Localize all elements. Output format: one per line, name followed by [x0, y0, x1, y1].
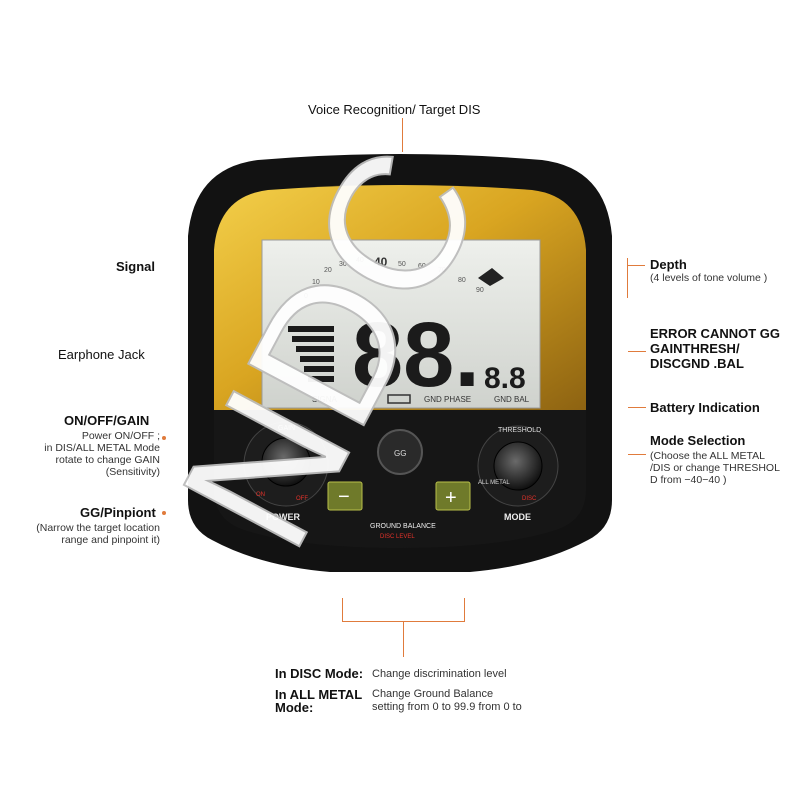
mode-title: Mode Selection: [650, 433, 746, 448]
voice-leader-line: [402, 118, 403, 152]
svg-text:40: 40: [356, 257, 364, 264]
svg-text:40: 40: [374, 255, 388, 269]
mode-description: (Choose the ALL METAL /DIS or change THR…: [650, 450, 800, 486]
pinpoint-desc-line: (Narrow the target location: [36, 522, 160, 534]
error-line: ERROR CANNOT GG: [650, 326, 780, 341]
svg-text:20: 20: [324, 267, 332, 274]
svg-text:GAIN: GAIN: [278, 425, 295, 432]
pinpoint-leader-dot: [162, 511, 166, 515]
error-block: ERROR CANNOT GG GAINTHRESH/ DISCGND .BAL: [650, 326, 780, 371]
gain-desc-line: (Sensitivity): [105, 466, 160, 478]
svg-text:70: 70: [438, 267, 446, 274]
svg-text:90: 90: [476, 287, 484, 294]
allmetal-key-line: Mode:: [275, 700, 314, 715]
gain-desc-line: in DIS/ALL METAL Mode: [44, 442, 160, 454]
gain-title: ON/OFF/GAIN: [64, 413, 150, 428]
svg-text:−: −: [338, 486, 350, 508]
signal-bars: [288, 326, 334, 382]
lcd-small-digits: 8.8: [484, 362, 526, 395]
lcd-digits: 88.: [352, 304, 480, 406]
power-label: POWER: [266, 512, 301, 522]
svg-text:OFF: OFF: [296, 496, 308, 502]
svg-text:GG: GG: [394, 449, 406, 458]
pinpoint-desc-line: range and pinpoint it): [61, 534, 160, 546]
mode-label: MODE: [504, 512, 531, 522]
lcd-gnd-phase-label: GND PHASE: [424, 395, 471, 404]
svg-text:ALL METAL: ALL METAL: [478, 480, 510, 486]
plus-button: [435, 481, 471, 511]
svg-text:DISC: DISC: [522, 496, 537, 502]
gain-desc-line: Power ON/OFF ;: [81, 430, 160, 442]
depth-title: Depth: [650, 257, 687, 272]
error-line: DISCGND .BAL: [650, 356, 744, 371]
disc-level-label: DISC LEVEL: [380, 534, 415, 540]
mode-leader: [628, 454, 646, 455]
error-leader: [628, 351, 646, 352]
pinpoint-title: GG/Pinpiont: [80, 505, 156, 520]
gain-desc-line: rotate to change GAIN: [55, 454, 160, 466]
lcd-signal-label: SIGNA: [312, 395, 338, 404]
allmetal-val-line: setting from 0 to 99.9 from 0 to: [372, 701, 522, 713]
battery-leader: [628, 407, 646, 408]
battery-label: Battery Indication: [650, 400, 760, 415]
mode-knob: [493, 441, 543, 491]
earphone-jack-label: Earphone Jack: [58, 347, 145, 362]
svg-text:30: 30: [339, 261, 347, 268]
disc-mode-key: In DISC Mode:: [275, 666, 364, 681]
allmetal-mode-key: In ALL METAL Mode:: [275, 688, 362, 714]
allmetal-mode-value: Change Ground Balance setting from 0 to …: [372, 688, 522, 714]
gain-description: Power ON/OFF ; in DIS/ALL METAL Mode rot…: [8, 430, 160, 478]
depth-icon: [478, 268, 504, 286]
svg-text:THRESHOLD: THRESHOLD: [498, 427, 541, 434]
svg-text:10: 10: [312, 279, 320, 286]
pinpoint-description: (Narrow the target location range and pi…: [8, 522, 160, 546]
svg-text:0: 0: [304, 293, 308, 300]
gain-knob: [261, 437, 311, 487]
bottom-bracket-right: [464, 598, 465, 622]
depth-bracket-tick: [627, 265, 645, 266]
svg-text:50: 50: [398, 261, 406, 268]
pinpoint-button: [377, 429, 423, 475]
depth-description: (4 levels of tone volume ): [650, 272, 768, 284]
gain-leader-dot: [162, 436, 166, 440]
allmetal-key-line: In ALL METAL: [275, 687, 363, 702]
svg-text:80: 80: [458, 277, 466, 284]
error-line: GAINTHRESH/: [650, 341, 740, 356]
disc-mode-value: Change discrimination level: [372, 668, 507, 680]
lcd-scale: 0 10 20 30 40 40 50 60 70 80 90: [304, 255, 484, 300]
mode-desc-line: /DIS or change THRESHOL: [650, 462, 780, 474]
ground-balance-label: GROUND BALANCE: [370, 523, 436, 530]
mode-desc-line: (Choose the ALL METAL: [650, 450, 765, 462]
voice-recognition-label: Voice Recognition/ Target DIS: [308, 102, 481, 117]
svg-text:60: 60: [418, 263, 426, 270]
depth-bracket: [627, 258, 628, 298]
signal-label: Signal: [116, 259, 156, 274]
minus-button: [327, 481, 363, 511]
mode-desc-line: D from −40−40 ): [650, 474, 727, 486]
svg-text:+: +: [445, 487, 457, 509]
svg-text:ON: ON: [256, 492, 265, 498]
bottom-bracket-left: [342, 598, 343, 622]
allmetal-val-line: Change Ground Balance: [372, 688, 494, 700]
bottom-leader: [403, 621, 404, 657]
lcd-battery-icon: [387, 394, 411, 404]
lcd-gnd-bal-label: GND BAL: [494, 395, 530, 404]
